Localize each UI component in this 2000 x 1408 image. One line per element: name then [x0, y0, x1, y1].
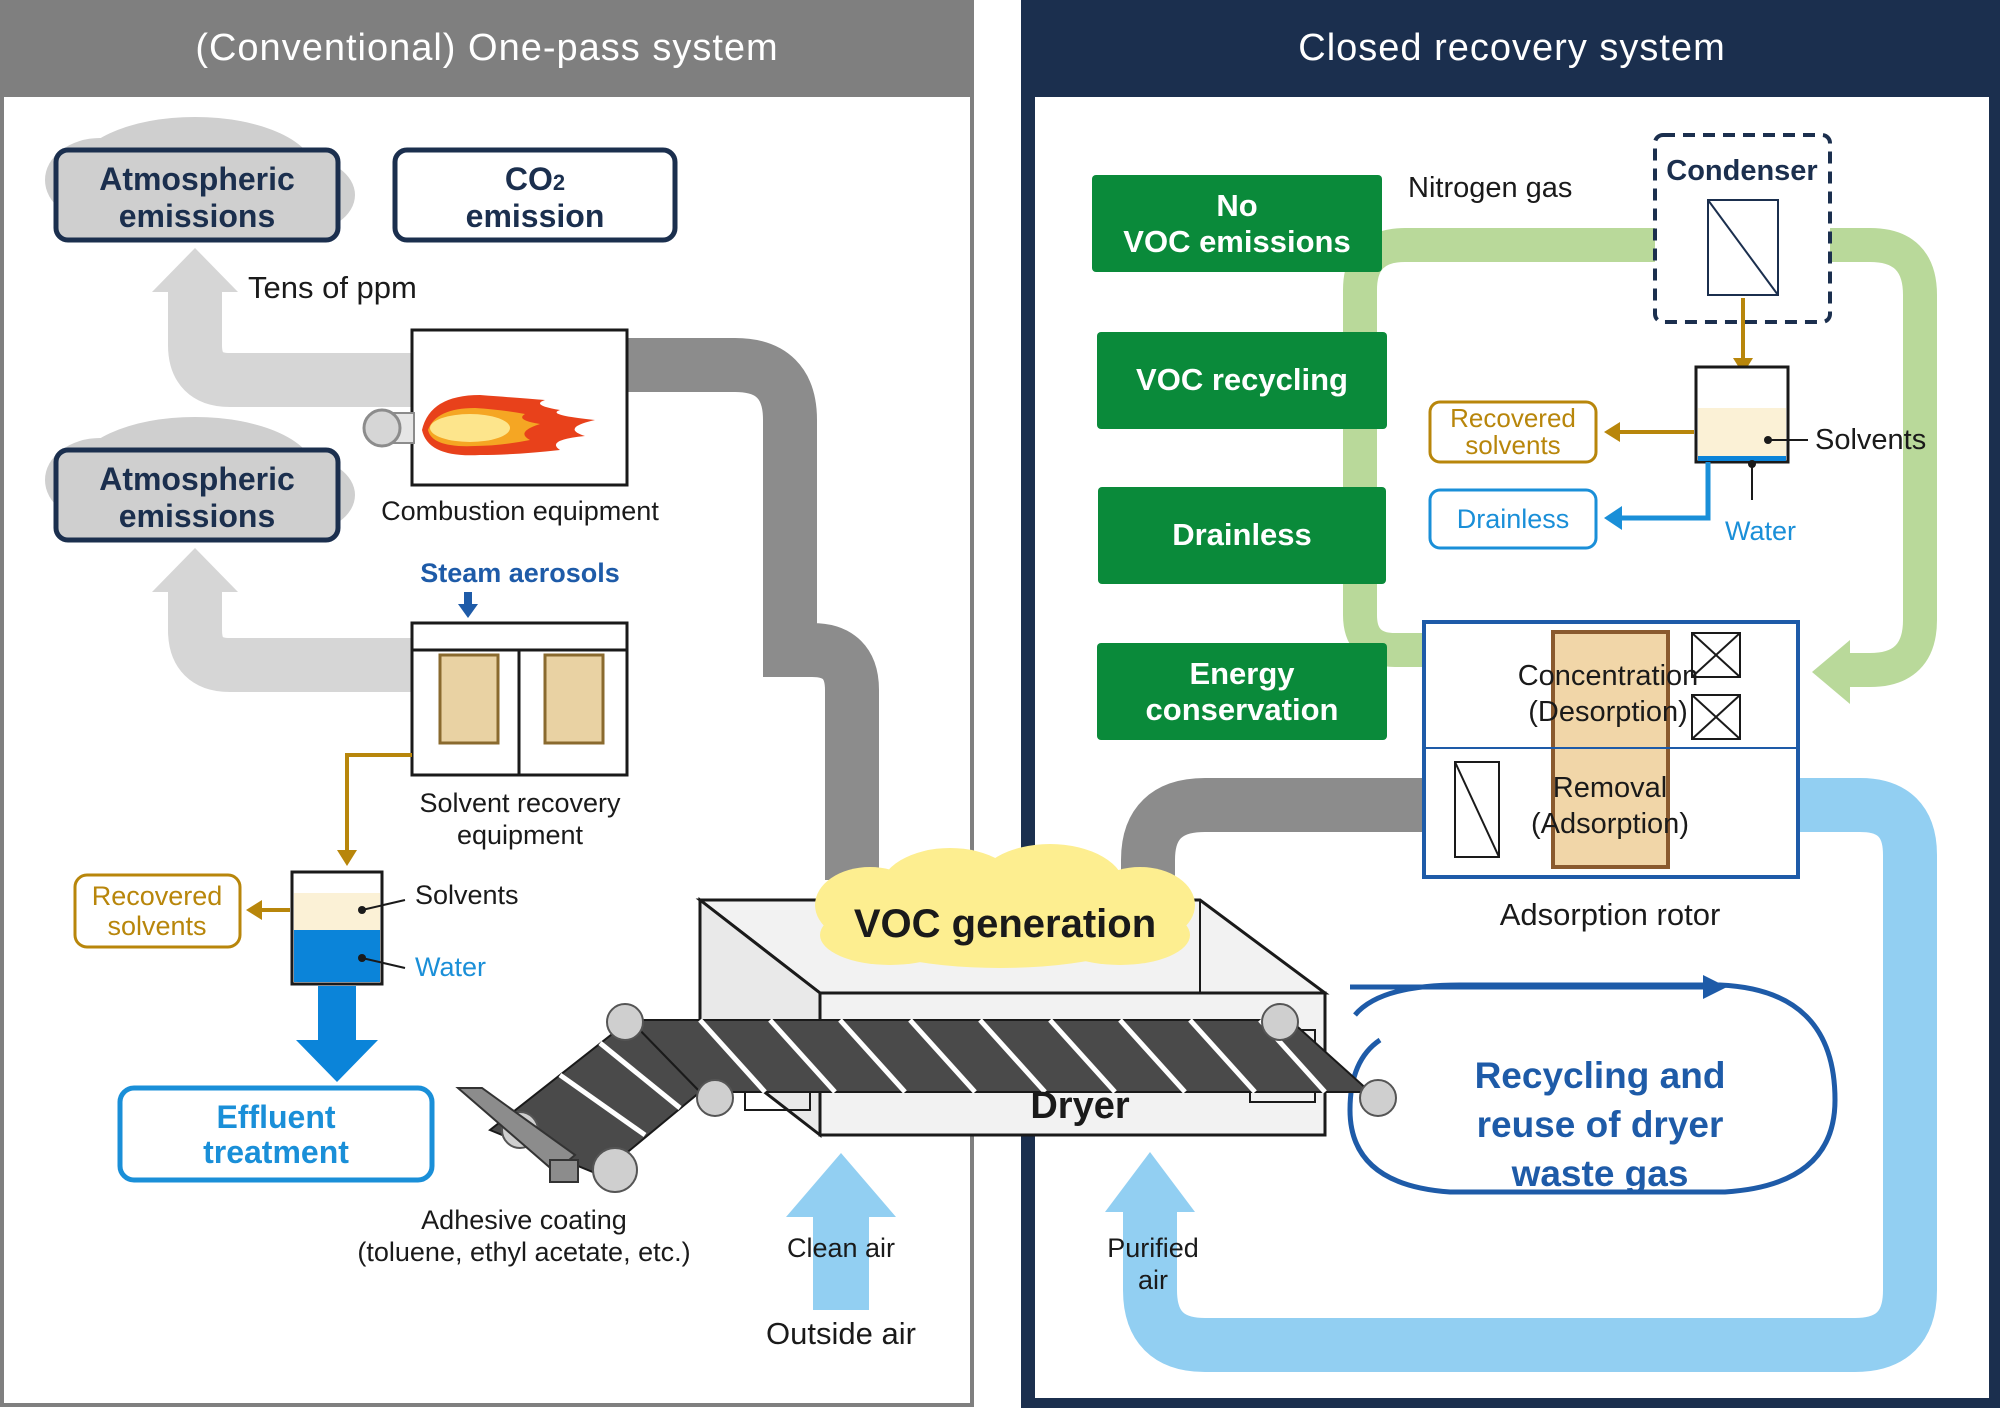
svg-text:emissions: emissions — [119, 498, 276, 534]
recovered-solvents-box-left: Recovered solvents — [73, 873, 242, 949]
separation-tank-right — [1694, 365, 1808, 500]
benefit-drainless: Drainless — [1098, 487, 1386, 584]
svg-text:emissions: emissions — [119, 198, 276, 234]
adsorption-rotor — [1422, 620, 1800, 879]
right-panel-header — [1028, 2, 1996, 97]
separation-tank-left — [290, 870, 406, 986]
svg-text:Recovered: Recovered — [92, 881, 223, 911]
svg-text:No: No — [1216, 188, 1257, 223]
removal-label-1: Removal — [1553, 772, 1667, 804]
voc-generation-label: VOC generation — [854, 902, 1156, 946]
recovered-solvents-box-right: Recovered solvents — [1428, 400, 1598, 464]
benefit-voc-recycling: VOC recycling — [1097, 332, 1387, 429]
combustion-exhaust-pipe — [168, 290, 415, 407]
conveyor-belt — [455, 1003, 1397, 1193]
purified-air-label-1: Purified — [1107, 1233, 1199, 1263]
right-panel-title: Closed recovery system — [1298, 27, 1725, 69]
effluent-treatment-box: Effluent treatment — [117, 1085, 435, 1183]
outside-air-label: Outside air — [766, 1316, 916, 1351]
svg-text:Drainless: Drainless — [1457, 504, 1570, 534]
nitrogen-gas-loop — [1343, 228, 1937, 687]
voc-generation-cloud — [815, 844, 1195, 968]
solvents-label-left: Solvents — [415, 880, 519, 910]
water-to-drainless-pipe — [1620, 462, 1711, 521]
solvent-recovery-equipment — [410, 621, 629, 777]
svg-text:solvents: solvents — [1465, 430, 1560, 460]
exhaust-pipe-dark — [625, 338, 879, 880]
left-panel-title: (Conventional) One-pass system — [195, 27, 778, 69]
dryer-label: Dryer — [1030, 1085, 1129, 1127]
svg-text:Energy: Energy — [1189, 656, 1295, 691]
svg-text:Effluent: Effluent — [216, 1099, 335, 1135]
dryer-to-rotor-pipe — [1121, 778, 1425, 895]
water-label-right: Water — [1725, 516, 1796, 546]
to-recovered-arrowhead — [246, 900, 262, 920]
flame-icon — [422, 395, 595, 456]
benefit-no-voc-emissions: No VOC emissions — [1092, 175, 1382, 272]
svg-text:VOC emissions: VOC emissions — [1123, 224, 1350, 259]
svg-text:Atmospheric: Atmospheric — [99, 161, 295, 197]
svg-text:conservation: conservation — [1146, 692, 1339, 727]
svg-text:Condenser: Condenser — [1666, 155, 1817, 187]
adsorption-rotor-label: Adsorption rotor — [1500, 897, 1721, 932]
nitrogen-gas-label: Nitrogen gas — [1408, 172, 1572, 204]
effluent-down-arrow — [296, 986, 378, 1082]
left-panel-header — [2, 2, 972, 97]
concentration-label-1: Concentration — [1518, 660, 1699, 692]
green-arrowhead — [1812, 640, 1850, 704]
atmospheric-emissions-box-2: Atmospheric emissions — [45, 417, 355, 543]
condenser: Condenser — [1653, 133, 1832, 324]
svg-text:treatment: treatment — [203, 1134, 349, 1170]
recovery-exhaust-pipe — [168, 590, 415, 692]
benefit-energy-conservation: Energy conservation — [1097, 643, 1387, 740]
svg-text:CO2: CO2 — [505, 161, 565, 197]
to-recovered-right-arrowhead — [1604, 422, 1620, 442]
combustion-equipment-label: Combustion equipment — [381, 496, 659, 526]
atmospheric-emissions-box-1: Atmospheric emissions — [45, 117, 355, 243]
drainless-box: Drainless — [1428, 488, 1598, 550]
recovery-to-tank-pipe — [345, 753, 412, 855]
recycling-text-3: waste gas — [1511, 1153, 1689, 1194]
purified-air-label-2: air — [1138, 1265, 1168, 1295]
svg-text:VOC recycling: VOC recycling — [1136, 362, 1348, 397]
solvents-label-right: Solvents — [1815, 424, 1926, 456]
gold-down-arrow — [337, 850, 357, 866]
combustion-equipment — [362, 328, 629, 487]
water-to-drainless-arrowhead — [1604, 506, 1622, 530]
svg-text:emission: emission — [466, 198, 605, 234]
co2-emission-box: CO2 emission — [392, 147, 678, 243]
steam-down-arrow — [458, 592, 478, 618]
up-arrow-1 — [152, 248, 238, 292]
recycling-loop — [1347, 975, 1838, 1195]
clean-air-up-arrow — [786, 1153, 896, 1310]
svg-text:solvents: solvents — [107, 911, 206, 941]
purified-air-arrowhead — [1105, 1152, 1195, 1212]
solvent-recovery-label-2: equipment — [457, 820, 584, 850]
steam-aerosols-label: Steam aerosols — [420, 558, 620, 588]
recycling-text-2: reuse of dryer — [1477, 1104, 1724, 1145]
clean-air-label: Clean air — [787, 1233, 895, 1263]
svg-text:Recovered: Recovered — [1450, 403, 1576, 433]
tens-of-ppm-label: Tens of ppm — [248, 270, 417, 305]
purified-air-loop — [1123, 778, 1937, 1372]
concentration-label-2: (Desorption) — [1528, 696, 1688, 728]
adhesive-coating-label-1: Adhesive coating — [421, 1205, 627, 1235]
up-arrow-2 — [152, 548, 238, 592]
removal-label-2: (Adsorption) — [1531, 808, 1689, 840]
solvent-recovery-label-1: Solvent recovery — [419, 788, 621, 818]
svg-text:Atmospheric: Atmospheric — [99, 461, 295, 497]
adhesive-coating-label-2: (toluene, ethyl acetate, etc.) — [357, 1237, 690, 1267]
water-label-left: Water — [415, 952, 486, 982]
svg-text:Drainless: Drainless — [1172, 517, 1312, 552]
recycling-text-1: Recycling and — [1475, 1055, 1726, 1096]
